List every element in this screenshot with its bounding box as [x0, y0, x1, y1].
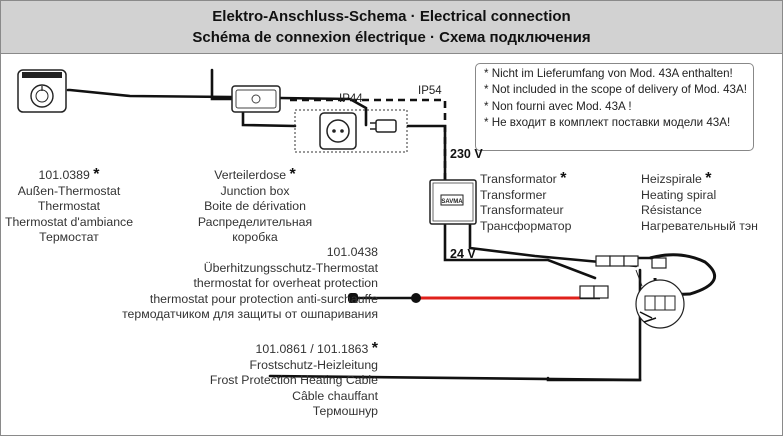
- overheat-label-line: thermostat pour protection anti-surchauf…: [149, 291, 378, 306]
- thermostat-code: 101.0389: [38, 168, 90, 182]
- wire-thermostat-to-junction: [66, 88, 234, 99]
- overheat-label-line: термодатчиком для защиты от ошпаривания: [122, 307, 378, 321]
- overheat-label-line: Überhitzungsschutz-Thermostat: [203, 260, 378, 275]
- transformer-title: Transformator: [480, 172, 557, 186]
- terminal-block-upper: [595, 255, 667, 269]
- heating-spiral-label-line: Нагревательный тэн: [641, 218, 758, 233]
- junction-box-star: *: [289, 166, 296, 183]
- delivery-note-line: * Nicht im Lieferumfang von Mod. 43A ent…: [484, 67, 733, 80]
- thermostat-device: [17, 69, 67, 113]
- ip44-label: IP44: [339, 93, 363, 105]
- heating-spiral-title: Heizspirale: [641, 172, 702, 186]
- header-title-line-2: Schéma de connexion électrique · Схема п…: [192, 29, 591, 46]
- thermostat-star: *: [93, 166, 100, 183]
- heating-spiral-star: *: [705, 170, 712, 187]
- transformer-label-line: Transformer: [480, 187, 547, 202]
- junction-box-label-line: Boite de dérivation: [204, 199, 306, 213]
- transformer-label: Transformator * Transformer Transformate…: [480, 171, 571, 234]
- wire-230v-to-transformer: [406, 124, 447, 182]
- junction-box-device: [231, 85, 281, 113]
- plug-device: [370, 119, 397, 133]
- overheat-label-line: thermostat for overheat protection: [193, 276, 378, 290]
- voltage-230v-label: 230 V: [450, 147, 483, 161]
- heating-spiral-label-line: Heating spiral: [641, 187, 717, 202]
- delivery-note-box: * Nicht im Lieferumfang von Mod. 43A ent…: [475, 63, 754, 151]
- terminal-detail-zoom: [635, 279, 685, 329]
- zoom-leader-line: [635, 269, 643, 287]
- delivery-note-line: * Non fourni avec Mod. 43A !: [484, 99, 632, 113]
- voltage-24v-label: 24 V: [450, 247, 476, 261]
- overheat-sensor-probe: [348, 293, 421, 303]
- frost-star: *: [371, 340, 378, 357]
- wire-junction-feed-top: [210, 68, 234, 101]
- frost-cable-label: 101.0861 / 101.1863 * Frostschutz-Heizle…: [120, 341, 378, 420]
- terminal-block-lower: [579, 285, 609, 299]
- thermostat-label: 101.0389 * Außen-Thermostat Thermostat T…: [2, 167, 136, 246]
- transformer-star: *: [560, 170, 567, 187]
- junction-box-title: Verteilerdose: [214, 168, 287, 182]
- junction-box-label-line: Распределительная: [197, 214, 313, 229]
- dashed-ip54-line: [290, 98, 447, 180]
- heating-spiral-label: Heizspirale * Heating spiral Résistance …: [641, 171, 758, 234]
- wire-24v-left: [443, 220, 597, 280]
- junction-box-label-line: Junction box: [220, 183, 290, 198]
- frost-label-line: Frost Protection Heating Cable: [209, 373, 378, 387]
- delivery-note-line: * Не входит в комплект поставки модели 4…: [484, 116, 731, 130]
- thermostat-label-line: Thermostat: [37, 199, 101, 213]
- overheat-code: 101.0438: [326, 245, 378, 259]
- frost-label-line: Термошнур: [312, 404, 378, 418]
- transformer-label-line: Трансформатор: [480, 218, 572, 233]
- diagram-header: Elektro-Anschluss-Schema · Electrical co…: [1, 1, 782, 54]
- thermostat-label-line: Außen-Thermostat: [17, 183, 121, 198]
- ip54-label: IP54: [418, 85, 442, 97]
- junction-box-label: Verteilerdose * Junction box Boite de dé…: [182, 167, 328, 246]
- ip44-enclosure: [294, 109, 408, 153]
- overheat-thermostat-label: 101.0438 Überhitzungsschutz-Thermostat t…: [120, 245, 378, 323]
- delivery-note-line: * Not included in the scope of delivery …: [484, 83, 747, 97]
- transformer-device: SAVMA: [429, 179, 477, 225]
- heating-spiral-label-line: Résistance: [641, 203, 702, 217]
- transformer-label-line: Transformateur: [480, 203, 564, 217]
- frost-code: 101.0861 / 101.1863: [255, 342, 369, 356]
- wire-junction-down-left: [241, 110, 297, 128]
- thermostat-label-line: Термостат: [39, 230, 99, 244]
- header-title-line-1: Elektro-Anschluss-Schema · Electrical co…: [212, 8, 571, 25]
- wire-junction-to-ip44-box: [278, 96, 368, 127]
- frost-label-line: Câble chauffant: [292, 388, 378, 403]
- transformer-brand-label: SAVMA: [441, 199, 463, 205]
- thermostat-label-line: Thermostat d'ambiance: [4, 214, 134, 229]
- junction-box-label-line: коробка: [232, 230, 278, 244]
- frost-label-line: Frostschutz-Heizleitung: [249, 357, 378, 372]
- wire-frost-cable: [268, 374, 642, 382]
- socket-device: [319, 112, 357, 150]
